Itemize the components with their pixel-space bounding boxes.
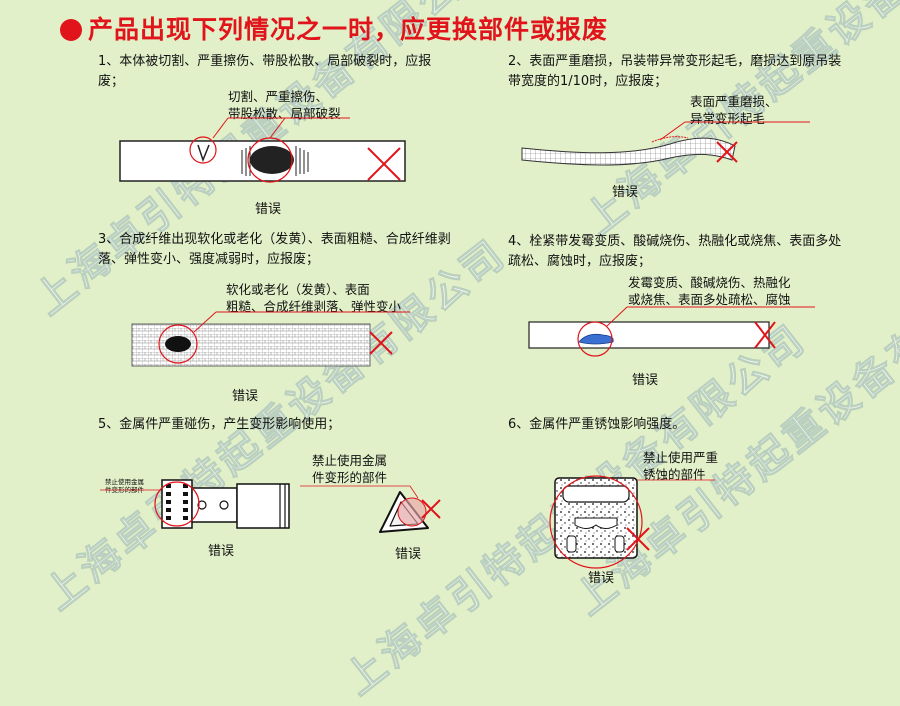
item-4-text: 4、栓紧带发霉变质、酸碱烧伤、热融化或烧焦、表面多处疏松、腐蚀时，应报废； <box>508 234 842 269</box>
label-line: 粗糙、合成纤维剥落、弹性变小 <box>226 299 402 314</box>
item-2-text: 2、表面严重磨损，吊装带异常变形起毛，磨损达到原吊装带宽度的1/10时，应报废； <box>508 54 842 89</box>
label-line: 软化或老化（发黄）、表面 <box>226 282 370 297</box>
item-2-caption: 错误 <box>612 185 639 200</box>
item-5-ratchet-figure <box>100 479 290 529</box>
item-1-label: 切割、严重擦伤、 带股松散、局部破裂 <box>228 88 341 122</box>
item-6-figure <box>549 475 715 569</box>
item-5-caption-2: 错误 <box>395 547 422 562</box>
label-line: 禁止使用金属 <box>312 453 388 468</box>
item-5-caption: 错误 <box>208 544 235 559</box>
item-4-label: 发霉变质、酸碱烧伤、热融化 或烧焦、表面多处疏松、腐蚀 <box>628 274 791 308</box>
item-3-text: 3、合成纤维出现软化或老化（发黄）、表面粗糙、合成纤维剥落、弹性变小、强度减弱时… <box>98 232 451 267</box>
item-3-figure <box>131 311 410 367</box>
label-line: 或烧焦、表面多处疏松、腐蚀 <box>628 292 791 307</box>
item-6-label: 禁止使用严重 锈蚀的部件 <box>643 449 718 483</box>
item-4-caption: 错误 <box>632 373 659 388</box>
label-line: 表面严重磨损、 <box>690 94 778 109</box>
item-4-figure <box>528 306 815 357</box>
item-2-figure <box>521 121 810 166</box>
item-1-caption: 错误 <box>255 202 282 217</box>
item-5-ring-figure <box>300 485 441 533</box>
item-3-label: 软化或老化（发黄）、表面 粗糙、合成纤维剥落、弹性变小 <box>226 281 401 315</box>
label-line: 带股松散、局部破裂 <box>228 106 341 121</box>
item-6-text: 6、金属件严重锈蚀影响强度。 <box>508 417 686 432</box>
item-1-figure <box>119 117 406 183</box>
item-6-caption: 错误 <box>588 571 615 586</box>
label-line: 件变形的部件 <box>312 470 388 485</box>
item-3-caption: 错误 <box>232 389 259 404</box>
label-line: 锈蚀的部件 <box>643 467 706 482</box>
item-5-label: 禁止使用金属 件变形的部件 <box>312 452 387 486</box>
label-line: 发霉变质、酸碱烧伤、热融化 <box>628 275 791 290</box>
bullet-icon <box>60 19 82 41</box>
label-line: 禁止使用严重 <box>643 450 719 465</box>
item-1-text: 1、本体被切割、严重擦伤、带股松散、局部破裂时，应报废； <box>98 54 432 89</box>
label-line: 禁止使用金属 <box>105 478 144 486</box>
item-5-text: 5、金属件严重碰伤，产生变形影响使用； <box>98 417 341 432</box>
page-title-text: 产品出现下列情况之一时，应更换部件或报废 <box>88 15 609 44</box>
page-title: 产品出现下列情况之一时，应更换部件或报废 <box>60 10 608 46</box>
label-line: 切割、严重擦伤、 <box>228 89 329 104</box>
